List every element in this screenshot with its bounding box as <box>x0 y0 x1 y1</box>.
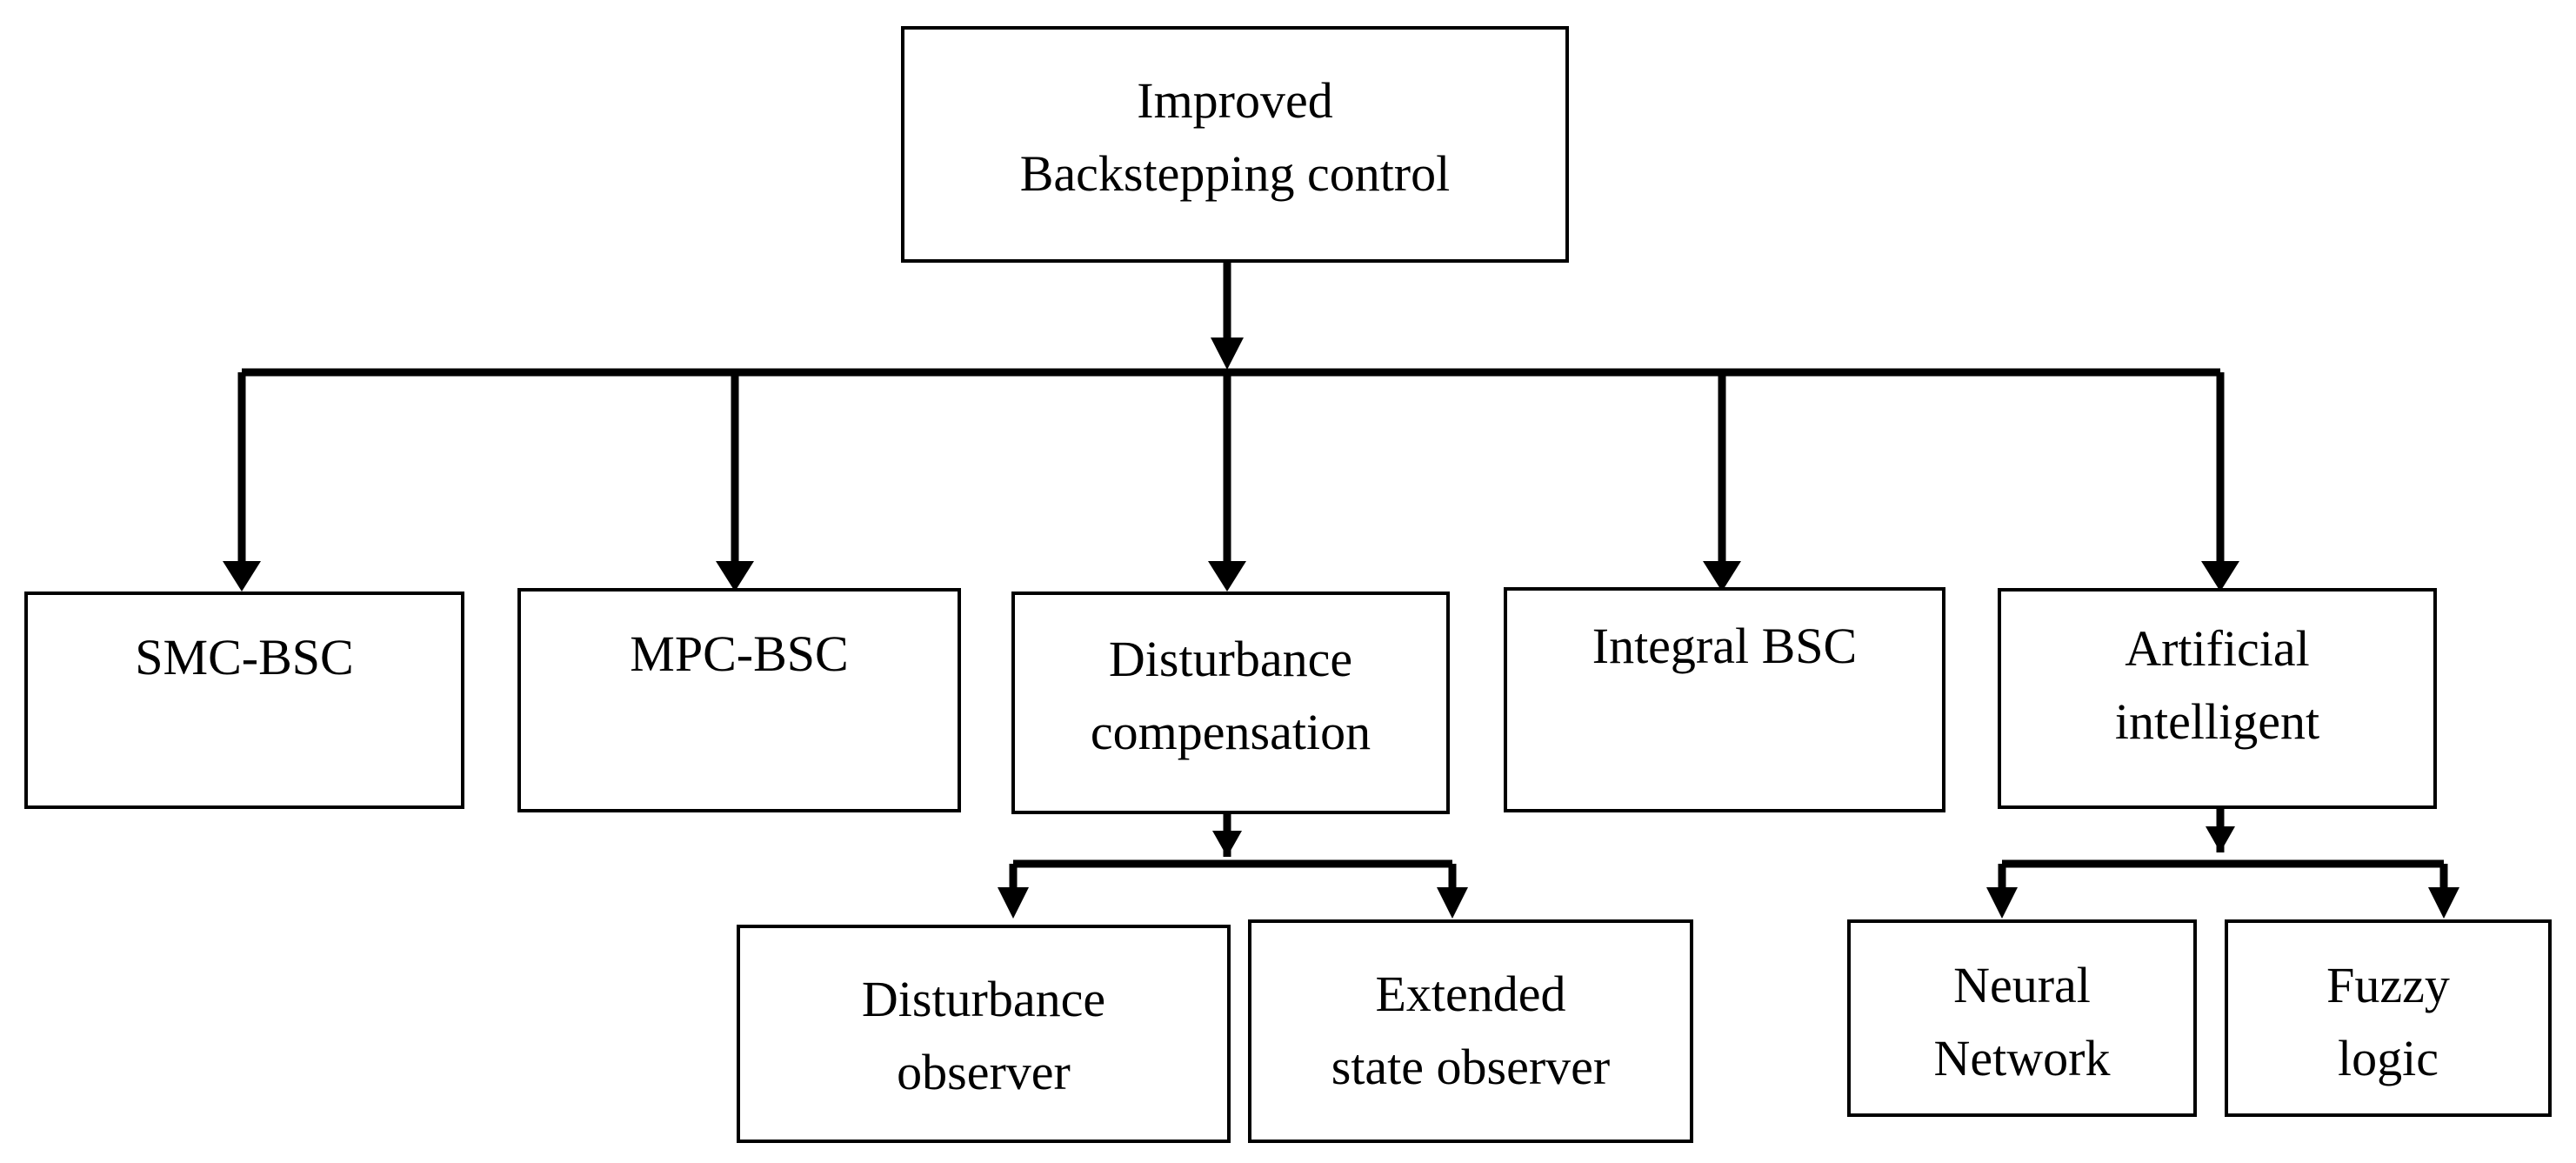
arrowhead-integral <box>1703 561 1741 592</box>
arrowhead-disturbance <box>1208 561 1246 592</box>
node-disturbance-compensation-line-2: compensation <box>1090 704 1371 760</box>
node-smc-bsc-label: SMC-BSC <box>135 629 354 685</box>
node-extended-state-observer: Extended state observer <box>1248 919 1693 1143</box>
arrowhead-ai <box>2201 561 2239 592</box>
arrowhead-dob <box>998 887 1029 919</box>
node-neural-network-line-2: Network <box>1933 1030 2111 1086</box>
node-disturbance-compensation-line-1: Disturbance <box>1108 631 1353 687</box>
node-smc-bsc: SMC-BSC <box>24 592 464 809</box>
node-fuzzy-logic-line-1: Fuzzy <box>2326 957 2450 1013</box>
arrowhead-smc <box>223 561 261 592</box>
node-extended-state-observer-line-2: state observer <box>1331 1039 1611 1095</box>
node-integral-bsc: Integral BSC <box>1504 587 1945 812</box>
node-fuzzy-logic: Fuzzy logic <box>2225 919 2552 1117</box>
node-artificial-intelligent: Artificial intelligent <box>1998 588 2437 809</box>
node-disturbance-observer-line-2: observer <box>897 1044 1071 1100</box>
root-arrowhead <box>1211 338 1244 370</box>
arrowhead-fuzzy <box>2428 887 2459 919</box>
node-extended-state-observer-line-1: Extended <box>1375 966 1566 1022</box>
node-artificial-intelligent-line-2: intelligent <box>2114 693 2320 750</box>
ai-stem-arrowhead <box>2206 826 2235 852</box>
arrowhead-eso <box>1437 887 1468 919</box>
arrowhead-mpc <box>716 561 754 592</box>
node-mpc-bsc-label: MPC-BSC <box>630 625 849 682</box>
node-disturbance-observer-line-1: Disturbance <box>861 971 1106 1027</box>
root-node-line-2: Backstepping control <box>1019 145 1451 202</box>
node-neural-network-line-1: Neural <box>1953 957 2091 1013</box>
node-disturbance-observer: Disturbance observer <box>737 925 1231 1143</box>
node-integral-bsc-label: Integral BSC <box>1592 618 1858 674</box>
root-node-improved-backstepping-control: Improved Backstepping control <box>901 26 1569 263</box>
arrowhead-nn <box>1986 887 2018 919</box>
root-node-line-1: Improved <box>1137 72 1333 129</box>
node-neural-network: Neural Network <box>1847 919 2197 1117</box>
disturbance-stem-arrowhead <box>1212 831 1242 857</box>
node-mpc-bsc: MPC-BSC <box>517 588 961 812</box>
node-disturbance-compensation: Disturbance compensation <box>1011 592 1450 814</box>
node-artificial-intelligent-line-1: Artificial <box>2125 620 2310 677</box>
node-fuzzy-logic-line-2: logic <box>2338 1030 2439 1086</box>
